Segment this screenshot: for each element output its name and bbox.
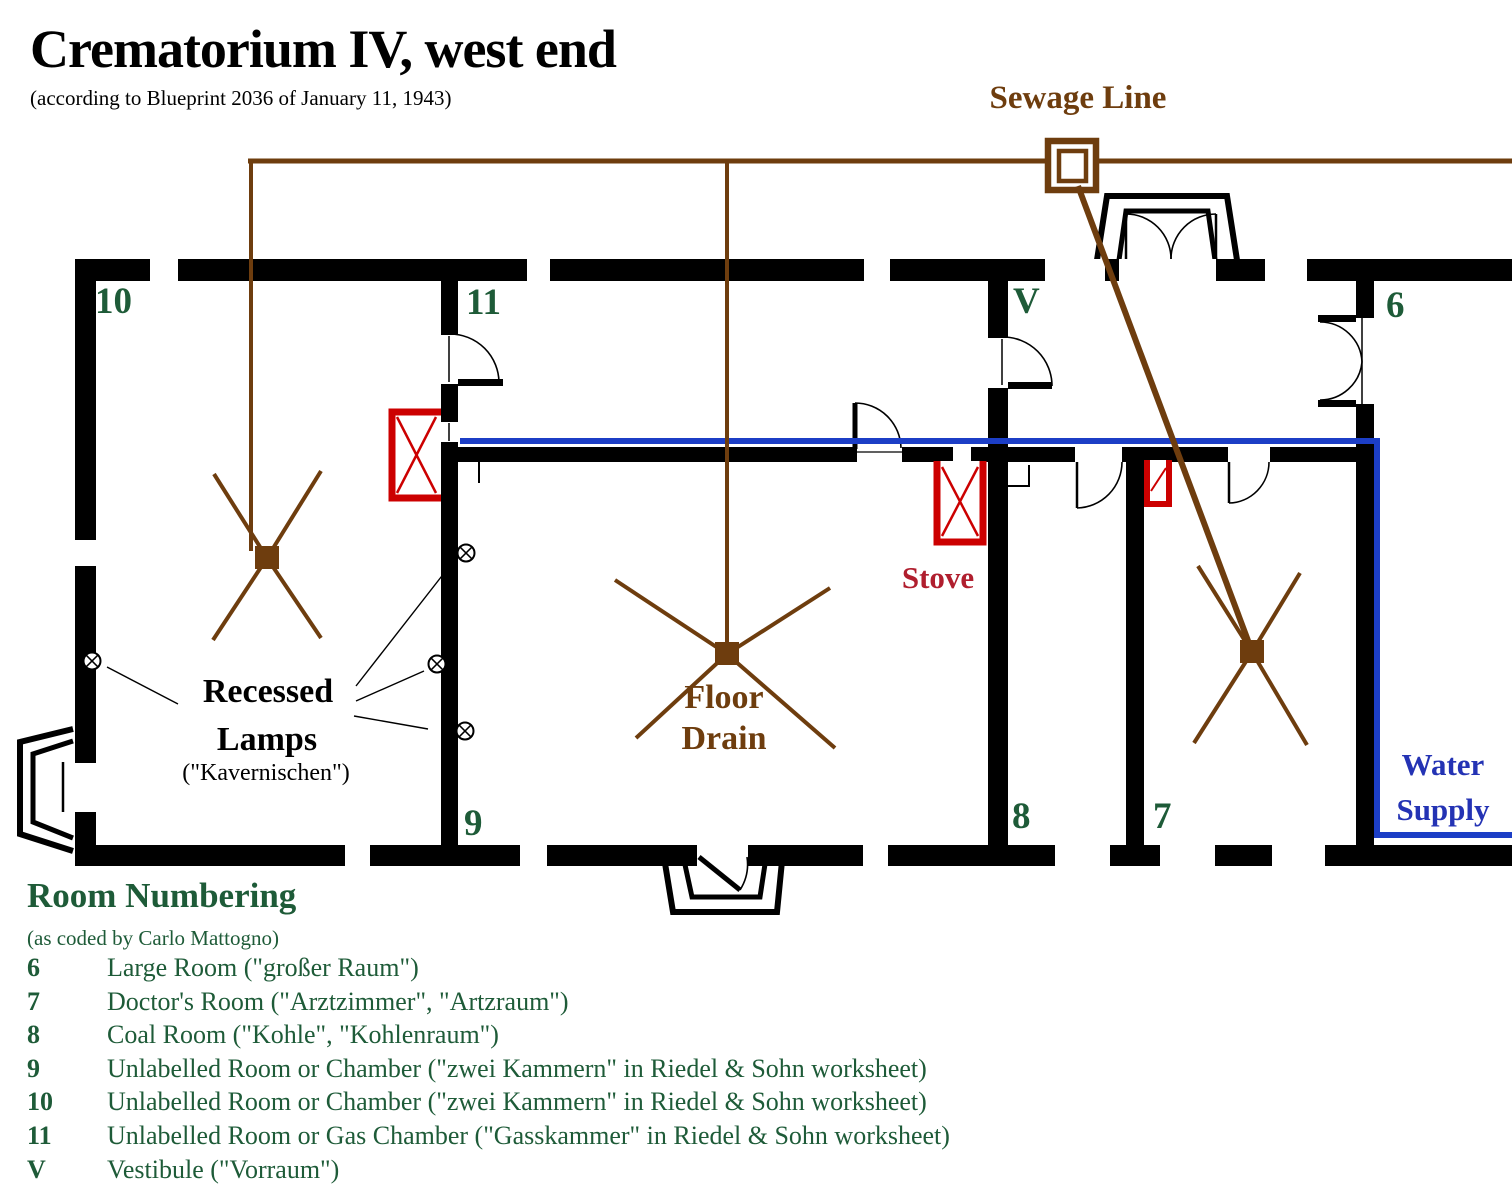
legend-code: 10 [27,1087,53,1117]
legend-subheading: (as coded by Carlo Mattogno) [27,926,279,950]
north-porch-icon [1094,193,1240,261]
room-label-9: 9 [464,803,483,844]
room-label-10: 10 [95,281,132,322]
recessed-lamps-label-line1: Recessed [202,673,334,710]
water-supply-label: Water Supply [1374,742,1512,832]
lamp-pointer-lines [106,562,453,730]
floor-drain-icon-room9 [613,578,837,750]
lamp-icons [82,543,476,741]
door-symbols [61,213,1363,892]
water-supply-pipe [460,438,1512,838]
legend-row: 7 Doctor's Room ("Arztzimmer", "Artzraum… [27,985,1427,1019]
water-supply-label-line1: Water [1401,747,1485,782]
legend-row: V Vestibule ("Vorraum") [27,1153,1427,1187]
sewage-pipes [248,158,1512,645]
water-supply-label-line2: Supply [1396,792,1490,827]
legend-code: 8 [27,1020,40,1050]
legend-row: 9 Unlabelled Room or Chamber ("zwei Kamm… [27,1052,1427,1086]
stove-icon-room9 [933,461,987,546]
legend-desc: Coal Room ("Kohle", "Kohlenraum") [107,1020,499,1050]
recessed-lamps-sublabel: ("Kavernischen") [182,760,350,786]
floor-drain-icon-room10 [211,469,323,642]
legend-code: 11 [27,1120,52,1150]
legend-row: 10 Unlabelled Room or Chamber ("zwei Kam… [27,1085,1427,1119]
legend-desc: Large Room ("großer Raum") [107,953,419,982]
page-subtitle: (according to Blueprint 2036 of January … [30,86,452,110]
page-title: Crematorium IV, west end [30,19,617,79]
south-porch-icon [660,850,786,915]
wall-openings [75,259,1374,866]
lamp-icon [82,651,102,671]
legend-desc: Unlabelled Room or Chamber ("zwei Kammer… [107,1053,927,1083]
lamp-icon [456,543,476,563]
room-label-11: 11 [466,282,501,323]
stove-icon-room10 [388,408,441,502]
legend-desc: Unlabelled Room or Gas Chamber ("Gasskam… [107,1120,950,1150]
room-label-7: 7 [1153,796,1172,837]
legend-code: 6 [27,953,40,982]
stove-icon-room7 [1144,460,1172,507]
stove-label: Stove [901,560,975,595]
recessed-lamps-label-line2: Lamps [216,721,318,758]
legend-desc: Unlabelled Room or Chamber ("zwei Kammer… [107,1087,927,1117]
legend: 6 Large Room ("großer Raum") 7 Doctor's … [27,951,1427,1186]
legend-row: 6 Large Room ("großer Raum") [27,951,1427,985]
legend-row: 8 Coal Room ("Kohle", "Kohlenraum") [27,1018,1427,1052]
legend-code: V [27,1154,46,1184]
legend-desc: Doctor's Room ("Arztzimmer", "Artzraum") [107,986,569,1016]
legend-code: 7 [27,986,40,1016]
floor-drain-label-line2: Drain [681,720,767,757]
sewage-diagonal-pipe [1075,184,1253,648]
lamp-icon [427,654,447,674]
floor-drain-label-line1: Floor [684,679,764,716]
room-label-v: V [1013,281,1040,322]
legend-row: 11 Unlabelled Room or Gas Chamber ("Gass… [27,1119,1427,1153]
west-porch-icon [17,726,74,854]
legend-heading: Room Numbering [27,876,297,915]
room-label-8: 8 [1012,796,1031,837]
legend-code: 9 [27,1053,40,1083]
legend-desc: Vestibule ("Vorraum") [107,1154,340,1184]
sewage-line-label: Sewage Line [989,80,1167,116]
floor-drain-icon-room7 [1192,564,1309,747]
manhole-icon [1044,137,1100,194]
room-label-6: 6 [1386,285,1405,326]
lamp-icon [455,721,475,741]
